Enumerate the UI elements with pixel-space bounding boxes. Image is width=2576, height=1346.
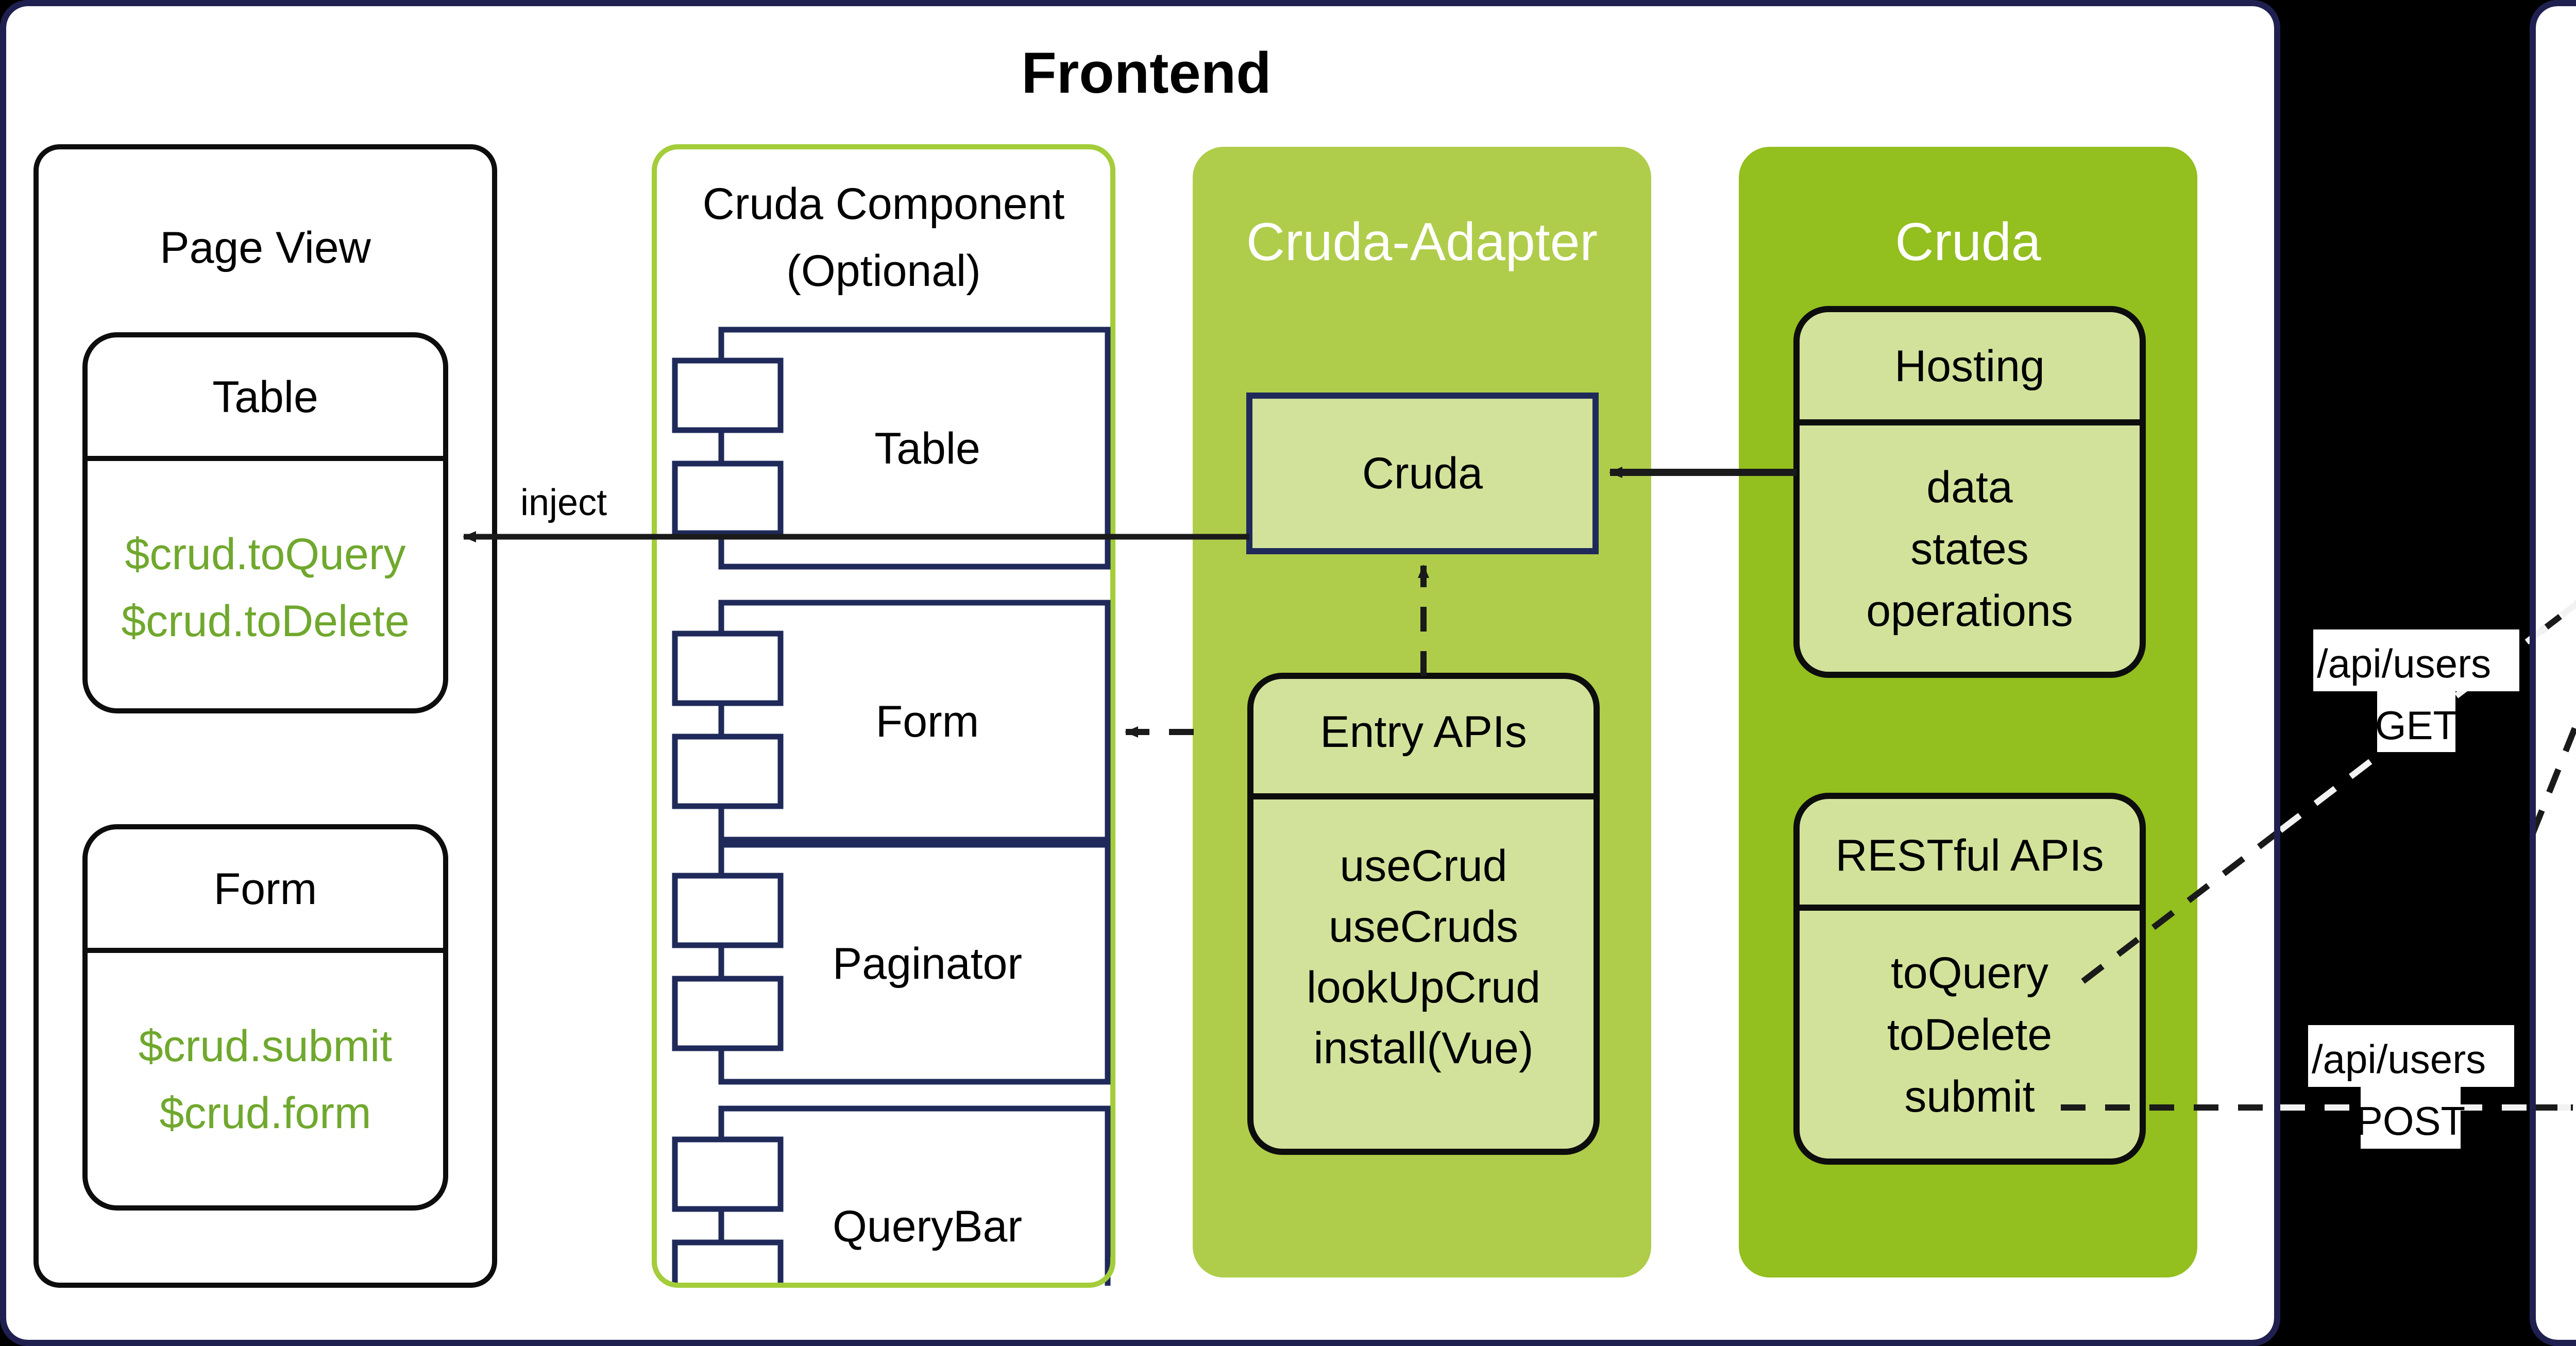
backend-frame [2530, 0, 2576, 1346]
inject-edge-label: inject [520, 482, 607, 523]
uml-component-table-label: Table [874, 424, 980, 473]
cruda-component-title-line1: Cruda Component [703, 179, 1065, 229]
page-view-table-line-0: $crud.toQuery [125, 530, 406, 579]
post-edge-label-line1: /api/users [2312, 1036, 2486, 1082]
hosting-title: Hosting [1894, 342, 2045, 391]
cruda-adapter-title: Cruda-Adapter [1246, 212, 1598, 272]
uml-component-form-label: Form [876, 697, 979, 746]
cruda-panel-title: Cruda [1895, 212, 2041, 272]
get-edge [2081, 600, 2576, 984]
hosting-line-1: states [1910, 524, 2028, 574]
entry-apis-line-1: useCruds [1329, 902, 1518, 951]
post-edge-label: /api/users POST [2308, 1025, 2514, 1149]
hosting-line-2: operations [1866, 586, 2073, 636]
frontend-title: Frontend [1021, 41, 1271, 105]
uml-component-paginator: Paginator [672, 842, 1111, 1085]
restful-apis-line-1: toDelete [1887, 1010, 2052, 1060]
get-edge-label-line1: /api/users [2317, 641, 2491, 686]
entry-apis-line-0: useCrud [1340, 841, 1507, 891]
restful-apis-line-2: submit [1904, 1072, 2035, 1121]
entry-apis-box: Entry APIs useCrud useCruds lookUpCrud i… [1247, 673, 1600, 1155]
post-edge-label-line2: POST [2356, 1098, 2465, 1144]
cruda-adapter-cruda-label: Cruda [1362, 449, 1483, 498]
frontend-frame-border [0, 0, 2280, 1346]
page-view-table-title: Table [212, 372, 318, 422]
page-view-form-box: Form $crud.submit $crud.form [82, 824, 448, 1211]
entry-apis-line-2: lookUpCrud [1307, 963, 1540, 1012]
backend-frame-border [2530, 0, 2576, 1346]
get-edge-label: /api/users GET [2313, 629, 2519, 752]
page-view-form-line-0: $crud.submit [139, 1021, 392, 1071]
entry-apis-line-3: install(Vue) [1314, 1024, 1534, 1073]
uml-component-form: Form [672, 600, 1111, 843]
page-view-form-title: Form [214, 864, 317, 914]
restful-apis-title: RESTful APIs [1836, 831, 2104, 880]
hosting-line-0: data [1926, 463, 2013, 512]
uml-component-table: Table [672, 327, 1111, 570]
page-view-table-box: Table $crud.toQuery $crud.toDelete [82, 332, 448, 713]
cruda-component-title-line2: (Optional) [786, 246, 981, 296]
cruda-adapter-cruda-box: Cruda [1246, 393, 1599, 554]
page-view-table-line-1: $crud.toDelete [121, 597, 409, 646]
uml-component-querybar-label: QueryBar [833, 1202, 1022, 1251]
hosting-box: Hosting data states operations [1793, 306, 2146, 678]
page-view-title: Page View [160, 223, 371, 272]
restful-apis-box: RESTful APIs toQuery toDelete submit [1793, 793, 2146, 1165]
get-edge-label-line2: GET [2375, 703, 2458, 748]
uml-component-paginator-label: Paginator [833, 939, 1022, 989]
restful-apis-line-0: toQuery [1891, 948, 2048, 998]
inject-edge: inject [463, 482, 1249, 542]
entry-apis-title: Entry APIs [1320, 707, 1527, 757]
page-view-form-line-1: $crud.form [159, 1088, 371, 1138]
